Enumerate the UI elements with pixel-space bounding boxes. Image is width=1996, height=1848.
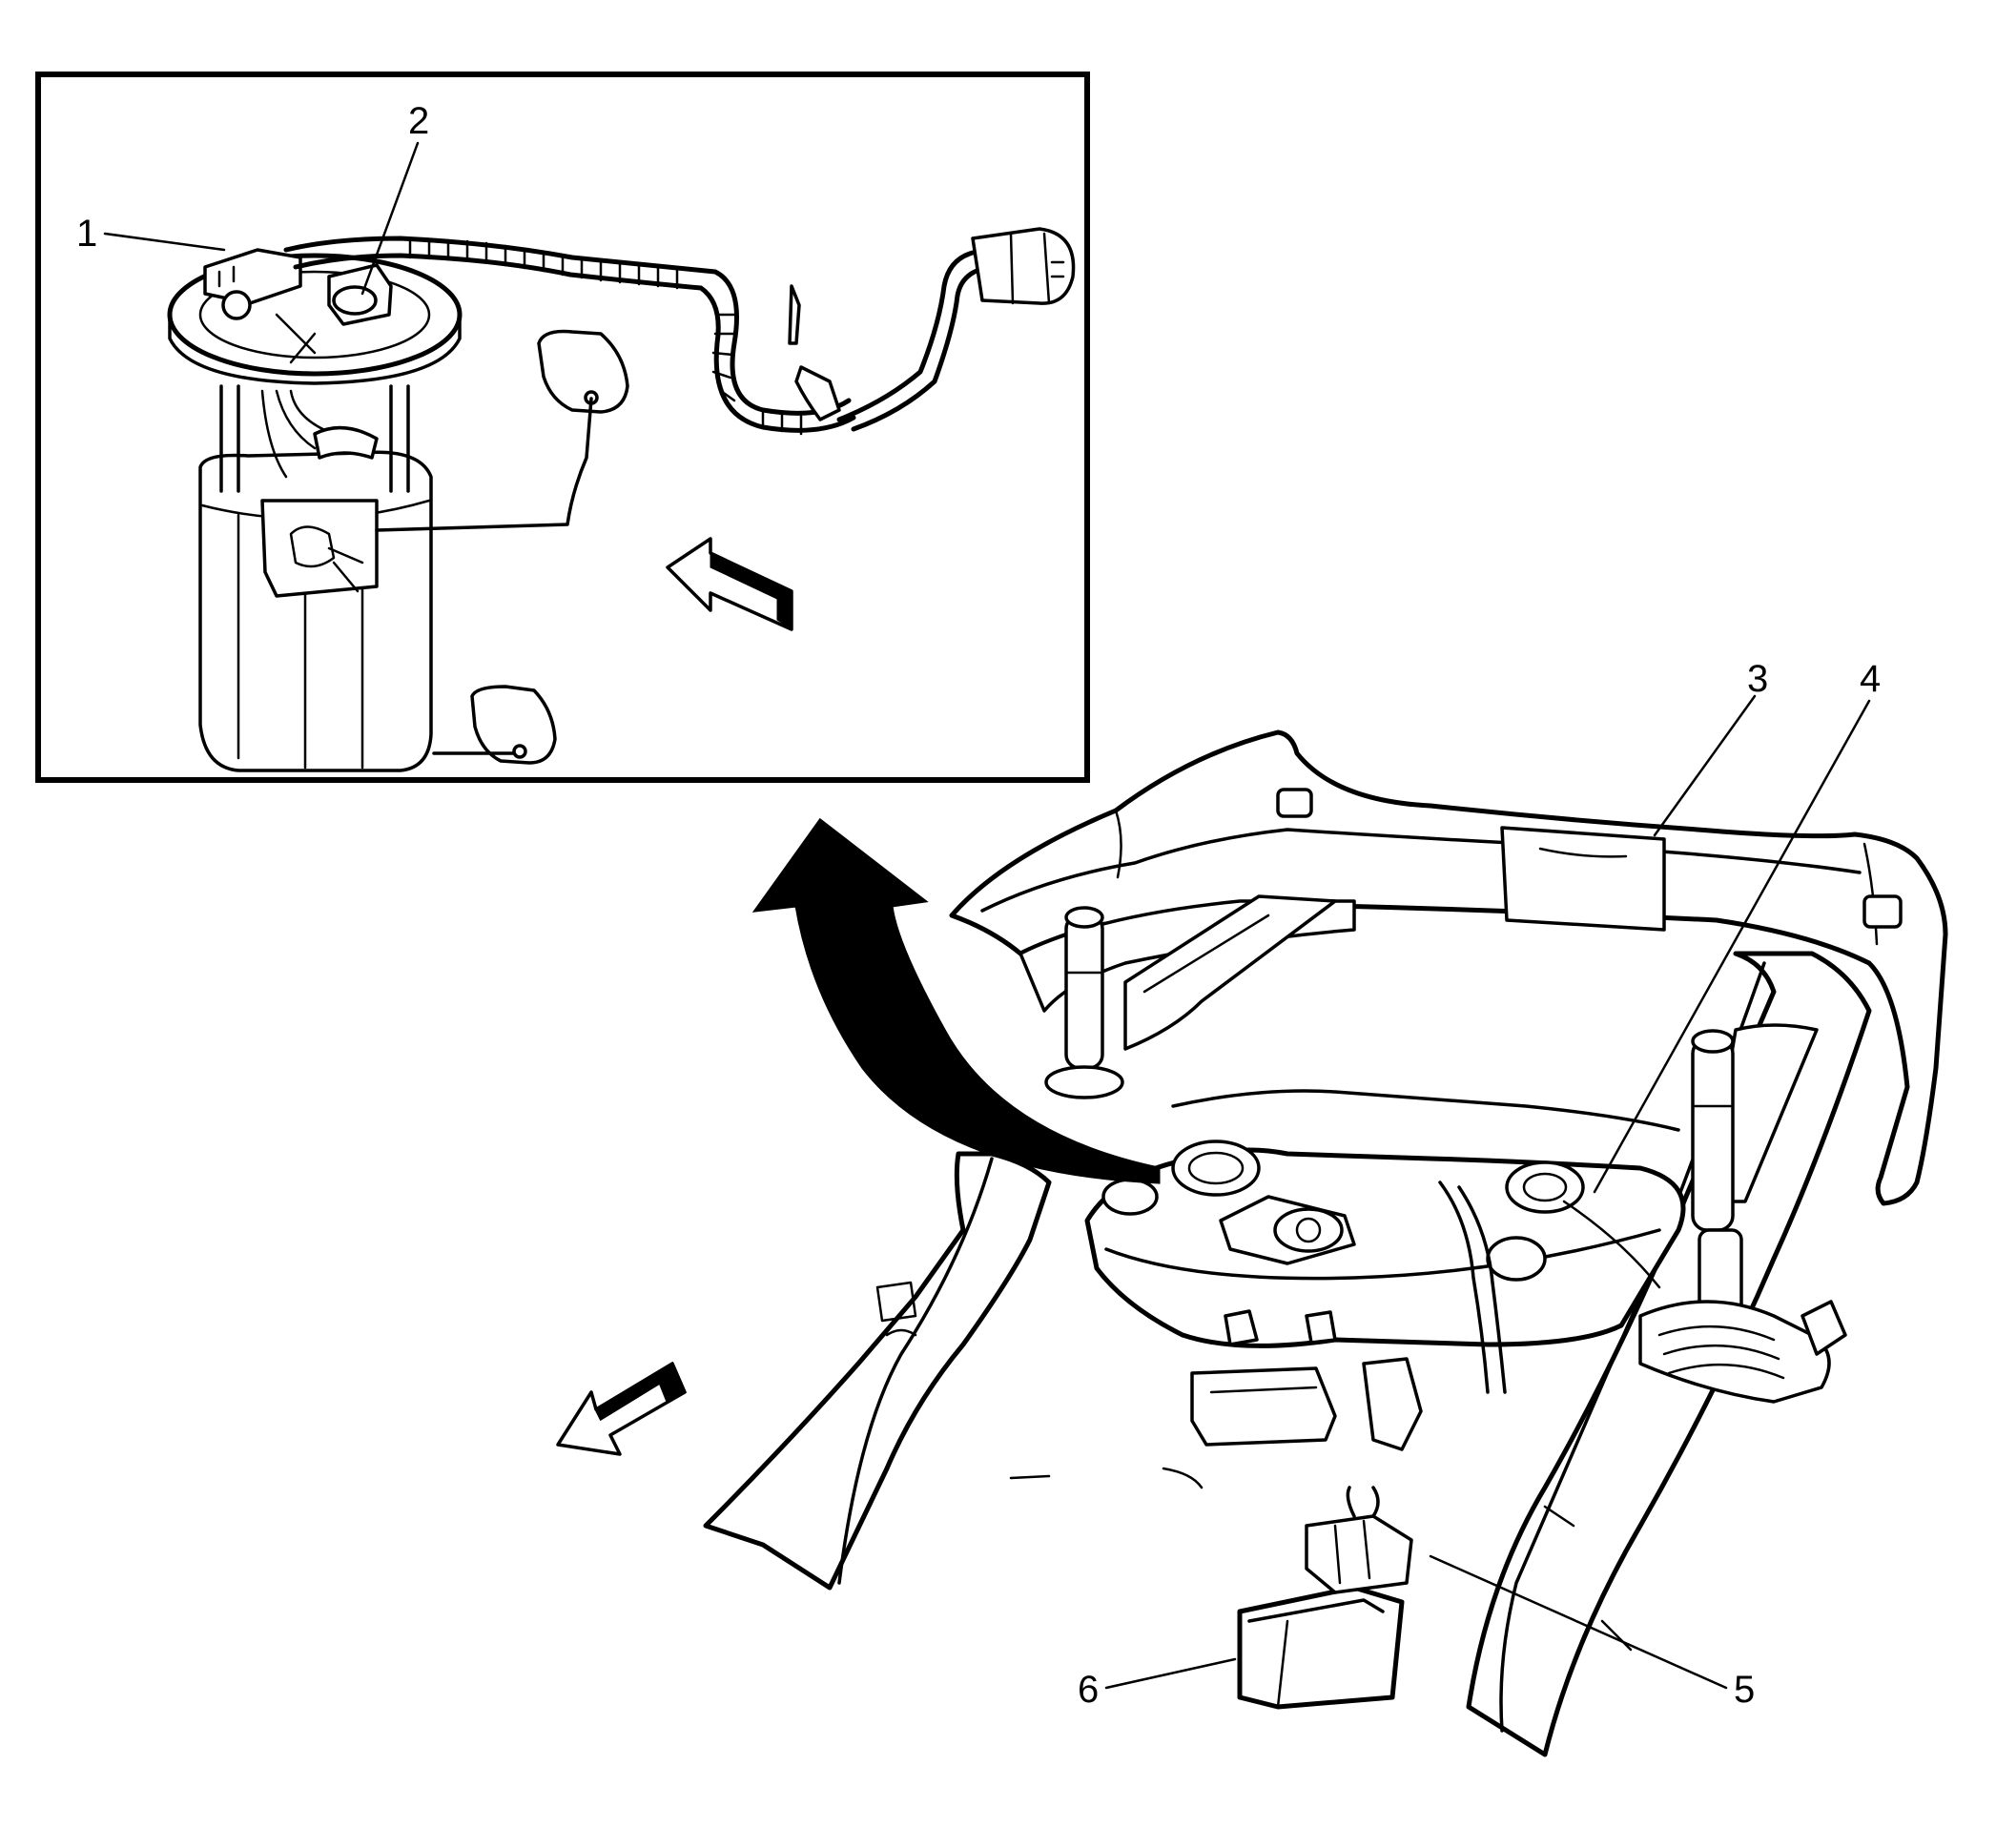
- wiring-harness: [283, 227, 1076, 436]
- shock-absorber-left: [1044, 906, 1124, 1099]
- fuel-pump-module: [167, 248, 463, 772]
- evap-canister: [1237, 1486, 1413, 1710]
- leader-2: [360, 141, 420, 296]
- arrow-forward-icon: [666, 537, 793, 631]
- fuel-level-float-lower: [432, 685, 557, 765]
- rear-bumper-fascia: [949, 729, 1948, 1206]
- rear-suspension-right: [1638, 1300, 1847, 1404]
- leader-5: [1429, 1554, 1728, 1690]
- callout-4: 4: [1860, 658, 1881, 700]
- leader-3: [1653, 694, 1757, 837]
- underbody-details: [875, 1281, 1633, 1652]
- leader-6: [1104, 1657, 1237, 1690]
- fuel-lines: [1438, 1181, 1661, 1394]
- callout-1: 1: [76, 213, 97, 255]
- callout-6: 6: [1078, 1669, 1099, 1711]
- inset-frame: [35, 72, 1090, 783]
- callout-3: 3: [1747, 658, 1768, 700]
- callout-5: 5: [1734, 1669, 1755, 1711]
- leader-1: [103, 232, 226, 252]
- shock-absorber-right: [1691, 1029, 1743, 1318]
- fuel-level-float-upper: [375, 329, 629, 532]
- rear-differential: [1190, 1357, 1423, 1451]
- arrow-callout-icon: [751, 817, 1161, 1184]
- arrow-rear-icon: [556, 1361, 687, 1456]
- leader-lines: [103, 141, 1871, 1690]
- vehicle-rear-view: [703, 729, 1948, 1757]
- fuel-tank: [1084, 1089, 1686, 1348]
- inset-detail: [35, 72, 1090, 783]
- callout-2: 2: [408, 100, 429, 142]
- leader-4: [1593, 699, 1871, 1194]
